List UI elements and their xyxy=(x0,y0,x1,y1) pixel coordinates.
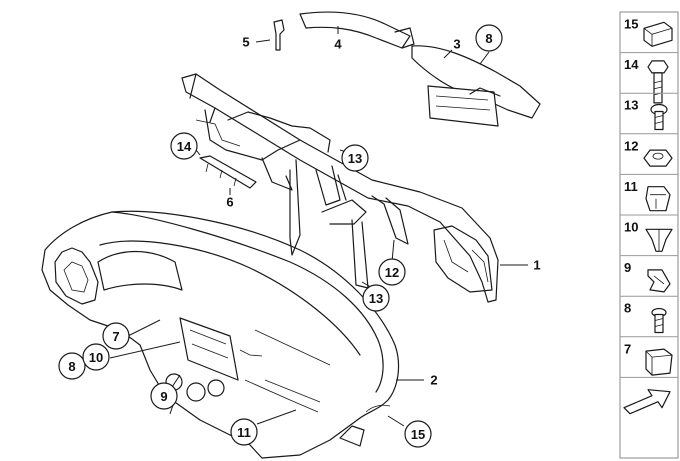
callout-c14: 14 xyxy=(170,132,198,160)
callout-number: 12 xyxy=(385,265,399,280)
callout-number: 10 xyxy=(89,350,103,365)
air-duct xyxy=(299,11,415,49)
callout-c8a: 8 xyxy=(475,24,503,52)
sidebar-item-number: 14 xyxy=(624,57,639,72)
sidebar-item-number: 7 xyxy=(624,341,631,356)
callout-number: 5 xyxy=(242,35,249,50)
callout-c4: 4 xyxy=(334,37,342,52)
arrow-icon xyxy=(623,389,671,415)
cross-car-beam xyxy=(181,73,499,303)
screw-icon xyxy=(650,103,668,131)
air-duct-assembly xyxy=(411,45,541,127)
callout-c13a: 13 xyxy=(341,144,369,172)
sidebar-item-15: 15 xyxy=(624,17,673,47)
callout-number: 11 xyxy=(237,425,251,440)
callout-circle xyxy=(341,144,369,172)
sidebar-item-number: 12 xyxy=(624,138,638,153)
sidebar-item-number: 10 xyxy=(624,220,638,235)
sidebar-item-number: 8 xyxy=(624,301,631,316)
callout-c13b: 13 xyxy=(362,284,390,312)
callout-c5: 5 xyxy=(242,35,249,50)
callout-c9: 9 xyxy=(150,382,178,410)
trim-strip xyxy=(199,155,257,189)
callout-number: 4 xyxy=(334,37,342,52)
sidebar-item-number: 11 xyxy=(624,179,638,194)
callout-number: 9 xyxy=(160,389,167,404)
callout-c3: 3 xyxy=(453,37,460,52)
sidebar-item-7: 7 xyxy=(620,336,678,376)
hex-bolt-icon xyxy=(647,60,669,104)
bracket-clip-icon xyxy=(645,348,673,376)
callout-circle xyxy=(170,132,198,160)
sidebar-item-number: 9 xyxy=(624,260,631,275)
callout-c8b: 8 xyxy=(58,352,86,380)
callout-c12: 12 xyxy=(378,258,406,286)
torx-screw-icon xyxy=(651,307,667,334)
expanding-nut-icon xyxy=(645,228,673,252)
sidebar-item-8: 8 xyxy=(620,295,678,334)
dashboard-panel xyxy=(41,210,400,459)
spring-clip-icon xyxy=(647,269,671,293)
callout-c6: 6 xyxy=(226,195,233,210)
callout-circle xyxy=(404,420,432,448)
callout-c15: 15 xyxy=(404,420,432,448)
sidebar-item-11: 11 xyxy=(620,173,678,212)
callout-number: 1 xyxy=(533,258,540,273)
sidebar-item-10: 10 xyxy=(620,214,678,252)
callout-number: 6 xyxy=(226,195,233,210)
callout-number: 7 xyxy=(112,329,119,344)
callout-number: 3 xyxy=(453,37,460,52)
callout-circle xyxy=(230,418,258,446)
bracket-part xyxy=(273,19,285,51)
callout-circle xyxy=(362,284,390,312)
sidebar-item-14: 14 xyxy=(620,52,678,104)
sidebar-item-13: 13 xyxy=(620,92,678,131)
callout-number: 8 xyxy=(68,359,75,374)
callout-circle xyxy=(378,258,406,286)
callout-number: 13 xyxy=(348,151,362,166)
callout-number: 8 xyxy=(485,31,492,46)
sidebar-item-9: 9 xyxy=(620,255,678,293)
hardware-sidebar: 15 14 13 12 11 10 9 8 7 xyxy=(619,11,679,459)
callout-circle xyxy=(82,343,110,371)
hex-nut-icon xyxy=(643,149,673,167)
callout-number: 13 xyxy=(369,291,383,306)
callout-c1: 1 xyxy=(533,258,540,273)
clip-strip-icon xyxy=(643,21,673,47)
clip-nut-icon xyxy=(645,186,671,212)
callout-c10: 10 xyxy=(82,343,110,371)
sidebar-item-arrow xyxy=(620,376,678,415)
callout-circle xyxy=(475,24,503,52)
callout-number: 15 xyxy=(411,427,425,442)
callout-circle xyxy=(58,352,86,380)
callout-number: 14 xyxy=(177,139,192,154)
callout-c7: 7 xyxy=(102,322,130,350)
callout-circle xyxy=(102,322,130,350)
sidebar-item-12: 12 xyxy=(620,133,678,167)
sidebar-item-number: 15 xyxy=(624,17,638,32)
sidebar-item-number: 13 xyxy=(624,98,638,113)
callout-circle xyxy=(150,382,178,410)
callout-c11: 11 xyxy=(230,418,258,446)
callout-c2: 2 xyxy=(430,373,437,388)
callout-number: 2 xyxy=(430,373,437,388)
